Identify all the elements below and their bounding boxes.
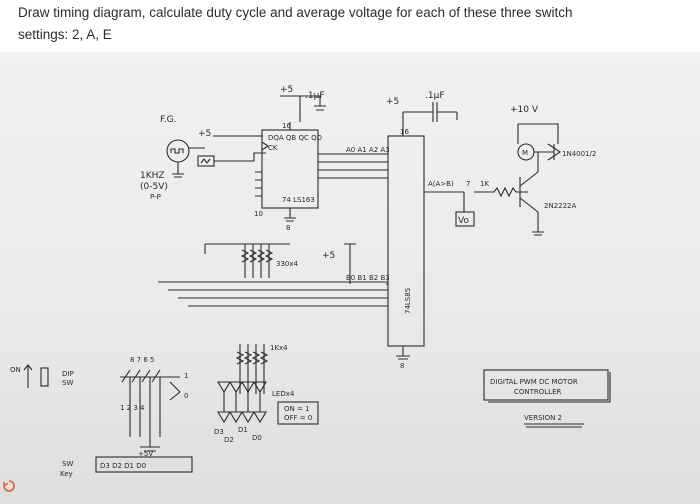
label-on-state: ON = 1 — [284, 405, 310, 413]
label-plus5-b: +5 — [280, 85, 293, 95]
label-counter-pins: DQA QB QC QD — [268, 134, 322, 142]
schematic-drawing: F.G. 1KHZ (0-5V) P-P +5 +5 +5 +5 +10 V .… — [10, 85, 611, 478]
label-key: Key — [60, 470, 73, 478]
label-dip: DIP — [62, 370, 74, 378]
label-plus5-c: +5 — [386, 97, 399, 107]
label-off-state: OFF = 0 — [284, 414, 312, 422]
label-dip-row: 1 2 3 4 — [120, 404, 145, 412]
label-d0: D0 — [252, 434, 262, 442]
label-t0: 0 — [184, 392, 188, 400]
label-pin7: 7 — [466, 180, 470, 188]
schematic-photo: F.G. 1KHZ (0-5V) P-P +5 +5 +5 +5 +10 V .… — [0, 52, 700, 504]
label-dip-nums: 8 7 6 5 — [130, 356, 155, 364]
label-cmp-chip: 74LS85 — [404, 288, 412, 314]
question-header: Draw timing diagram, calculate duty cycl… — [0, 0, 700, 52]
label-plus5v: +5V — [138, 450, 153, 458]
label-pin10: 10 — [254, 210, 263, 218]
question-line-1: Draw timing diagram, calculate duty cycl… — [18, 5, 573, 20]
label-title1: DIGITAL PWM DC MOTOR — [490, 378, 578, 386]
on-off-legend-box — [277, 401, 319, 425]
label-transistor: 2N2222A — [544, 202, 577, 210]
label-d3: D3 — [214, 428, 224, 436]
label-sw-key: SW — [62, 460, 73, 468]
label-res-a: 330x4 — [276, 260, 299, 268]
label-b-inputs: B0 B1 B2 B3 — [346, 274, 390, 282]
label-plus5-d: +5 — [322, 251, 335, 261]
label-diode: 1N4001/2 — [562, 150, 596, 158]
label-d1: D1 — [238, 426, 248, 434]
label-fg-freq: 1KHZ — [140, 171, 165, 181]
label-t1: 1 — [184, 372, 188, 380]
label-fg-pp: P-P — [150, 193, 161, 201]
label-vo: Vo — [458, 216, 469, 226]
label-cap-a: .1µF — [305, 91, 325, 101]
label-r1k: 1K — [480, 180, 489, 188]
label-on: ON — [10, 366, 21, 374]
label-cmp-out: A(A>B) — [428, 180, 454, 188]
wires — [23, 95, 611, 473]
label-pin16-a: 16 — [282, 122, 291, 130]
key-legend-box — [95, 456, 193, 473]
label-led: LEDx4 — [272, 390, 295, 398]
label-version: VERSION 2 — [524, 414, 562, 422]
vo-box — [455, 211, 475, 227]
label-counter-chip: 74 LS163 — [282, 196, 315, 204]
label-key-row: D3 D2 D1 D0 — [100, 462, 146, 470]
comparator-chip — [387, 135, 425, 347]
question-line-2: settings: 2, A, E — [18, 27, 112, 42]
title-box — [483, 369, 609, 401]
label-d2: D2 — [224, 436, 234, 444]
refresh-icon[interactable] — [2, 479, 16, 493]
label-plus5-a: +5 — [198, 129, 211, 139]
label-pin16-b: 16 — [400, 128, 409, 136]
label-ck: CK — [268, 144, 278, 152]
label-plus10v: +10 V — [510, 105, 539, 115]
label-motor: M — [522, 149, 528, 157]
dip-switch-icon — [40, 367, 49, 387]
label-pin8-a: 8 — [286, 224, 290, 232]
label-title2: CONTROLLER — [514, 388, 562, 396]
label-res-b: 1Kx4 — [270, 344, 288, 352]
label-cap-b: .1µF — [425, 91, 445, 101]
label-a-inputs: A0 A1 A2 A3 — [346, 146, 390, 154]
label-pin8-b: 8 — [400, 362, 404, 370]
label-sw: SW — [62, 379, 73, 387]
label-fg-range: (0-5V) — [140, 182, 168, 192]
label-fg: F.G. — [160, 115, 176, 125]
function-generator-symbol — [166, 139, 190, 163]
